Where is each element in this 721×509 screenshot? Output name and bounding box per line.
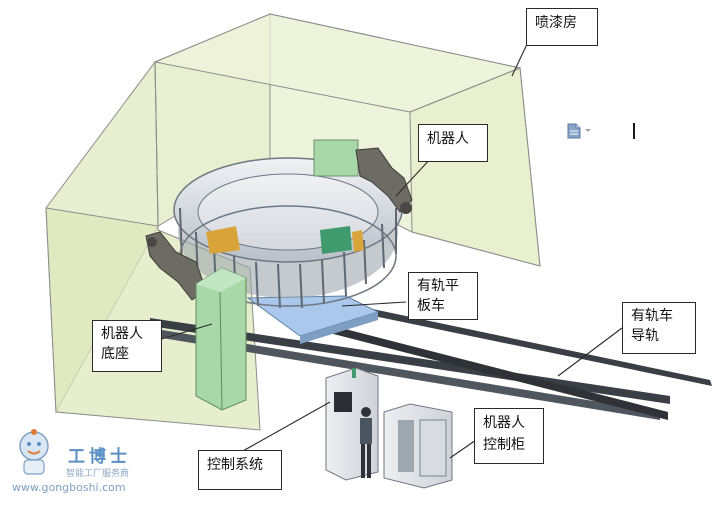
label-robot: 机器人 xyxy=(427,131,469,147)
robot-control-cabinet xyxy=(383,403,453,489)
watermark-url: www.gongboshi.com xyxy=(12,481,126,494)
watermark: 工博士 智能工厂服务商 www.gongboshi.com xyxy=(8,424,158,500)
leader-lines xyxy=(157,41,623,459)
callout-control-system: 控制系统 xyxy=(198,450,282,490)
callout-robot-base: 机器人 底座 xyxy=(92,320,162,372)
mascot-logo-icon xyxy=(19,429,49,475)
label-rail-flatcar-2: 板车 xyxy=(417,298,445,314)
label-rail-flatcar-1: 有轨平 xyxy=(417,278,459,294)
watermark-slogan: 智能工厂服务商 xyxy=(66,469,130,479)
label-spray-booth: 喷漆房 xyxy=(535,15,577,31)
callout-robot-cabinet: 机器人 控制柜 xyxy=(474,408,544,464)
rail-track xyxy=(150,300,712,420)
document-icon xyxy=(567,123,581,139)
caret-down-icon xyxy=(585,129,591,132)
watermark-brand: 工博士 xyxy=(68,447,131,467)
label-robot-cabinet-2: 控制柜 xyxy=(483,437,525,453)
label-robot-base-1: 机器人 xyxy=(101,326,143,342)
callout-robot: 机器人 xyxy=(418,124,488,162)
callout-spray-booth: 喷漆房 xyxy=(526,8,598,46)
label-robot-cabinet-1: 机器人 xyxy=(483,415,525,431)
callout-rail-flatcar: 有轨平 板车 xyxy=(408,272,478,320)
ring-fixture xyxy=(173,157,403,309)
text-cursor xyxy=(633,123,635,139)
robot-base-pedestal xyxy=(195,267,247,411)
label-control-system: 控制系统 xyxy=(207,457,263,473)
robot-arm-right xyxy=(313,139,413,214)
label-rail-track-1: 有轨车 xyxy=(631,308,673,324)
label-rail-track-2: 导轨 xyxy=(631,328,659,344)
label-robot-base-2: 底座 xyxy=(101,346,129,362)
operator-figure xyxy=(360,407,372,478)
document-menu-button[interactable] xyxy=(567,122,603,140)
callout-rail-track: 有轨车 导轨 xyxy=(622,302,696,354)
